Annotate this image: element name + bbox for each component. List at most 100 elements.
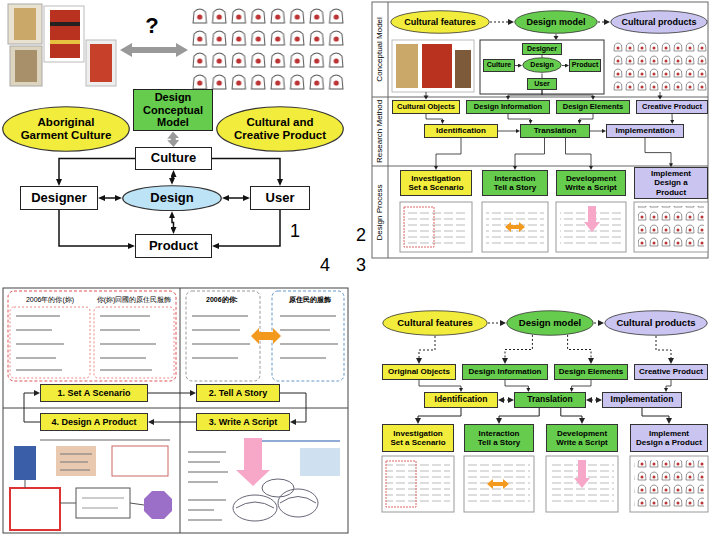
thumbnail [634,460,704,508]
ellipse-outline [3,107,130,152]
node-text: Cultural products [621,17,696,27]
node-text: Design Information [469,367,542,376]
products-ellipse: Cultural products [610,10,708,34]
leader-arrow [660,92,661,96]
scenario-sheet [8,291,176,381]
script-sheet [188,471,228,473]
thumbnail [386,461,416,507]
connector-arrow [172,176,174,179]
storyboard-frame [3,288,348,533]
node-text: Creative Product [642,103,702,112]
node-text: Culture [151,151,197,166]
thumbnail [482,202,548,252]
model-frame [480,40,604,94]
stage-box: Translation [520,124,590,138]
garment-photo [392,40,474,92]
process-box: Development Write a Script [546,424,618,452]
scenario-sheet [8,291,176,381]
scenario-sheet [94,307,174,378]
connector-arrow [499,408,539,419]
node-text: Interaction Tell a Story [472,429,526,447]
connector-arrow [488,323,501,324]
connector-arrow [436,138,461,167]
step-box: 2. Tell A Story [196,384,280,402]
node-text: Investigation Set a Scenario [389,429,447,447]
leader-arrow [554,36,559,40]
design-ellipse: Design [522,57,562,73]
node-text: Original Objects [388,367,450,376]
thumbnail [404,207,434,247]
stage-box: Translation [514,392,586,408]
garment-photos [8,4,42,44]
band-label: Design Process [376,170,385,254]
garment-photo [396,44,418,88]
ellipse-outline [383,311,488,336]
connector-arrow [572,380,591,389]
garment-photos [8,4,116,86]
connector-arrow [656,336,671,359]
ellipse-outline [523,58,562,73]
garment-photos [14,8,36,40]
connector-arrow [515,138,545,167]
product-sheet [25,480,144,505]
node-text: 1. Set A Scenario [58,388,131,398]
product-grid [612,40,708,92]
connector-arrow [171,138,176,142]
thumbnail [386,462,450,506]
node-text: Product [572,61,598,69]
garment-photos [44,6,84,62]
compare-arrow [120,43,188,57]
method-box: Design Information [462,364,548,380]
connector-arrow [503,400,509,401]
product-sheet [60,470,90,471]
user-box: User [527,78,557,90]
node-text: Design model [526,17,585,27]
connector-arrow [24,393,40,422]
story-sheet [192,316,338,358]
thumbnail [574,460,590,488]
garment-photos [90,44,112,82]
thumbnail [382,456,708,512]
process-box: Implement Design a Product [634,167,708,199]
ellipse-outline [217,107,344,152]
product-sheet [82,498,124,508]
garment-photos [10,46,42,86]
panel-frame [388,2,389,258]
node-text: Design [150,191,193,206]
script-sheet [188,481,218,483]
connector-arrow [172,217,174,228]
connector-arrow [218,210,280,246]
scenario-sheet [100,329,140,331]
node-text: Identification [435,395,488,405]
leader-arrow [426,92,427,96]
feature-ellipse: Cultural features [382,310,488,336]
method-box: Original Objects [382,364,456,380]
connector-arrow [490,22,509,23]
garment-photos [15,50,37,82]
thumbnail [638,206,704,248]
panel-frame [372,2,708,258]
node-text: 3. Write A Script [209,417,278,427]
product-sheet [60,503,76,504]
band-label: Conceptual Model [376,4,385,94]
story-sheet [280,357,326,359]
scenario-sheet [10,307,90,378]
ellipse-outline [123,186,222,211]
model-ellipse: Design model [506,310,594,336]
node-text: 2. Tell A Story [209,388,268,398]
script-sheet [188,452,228,520]
script-sheet [233,495,277,521]
connector-arrow [542,55,543,58]
connector-arrow [580,114,594,121]
culture-box: Culture [483,59,515,72]
story-sheet [280,315,336,317]
node-text: Designer [31,191,87,206]
callout-number: 1 [288,222,302,242]
cell-heading: 2006年的你(妳) [12,296,88,304]
script-sheet [188,438,340,521]
connector-arrow [419,380,461,389]
panel-frame [372,2,708,258]
node-text: Cultural Objects [397,103,455,112]
leader-arrow [658,96,663,100]
